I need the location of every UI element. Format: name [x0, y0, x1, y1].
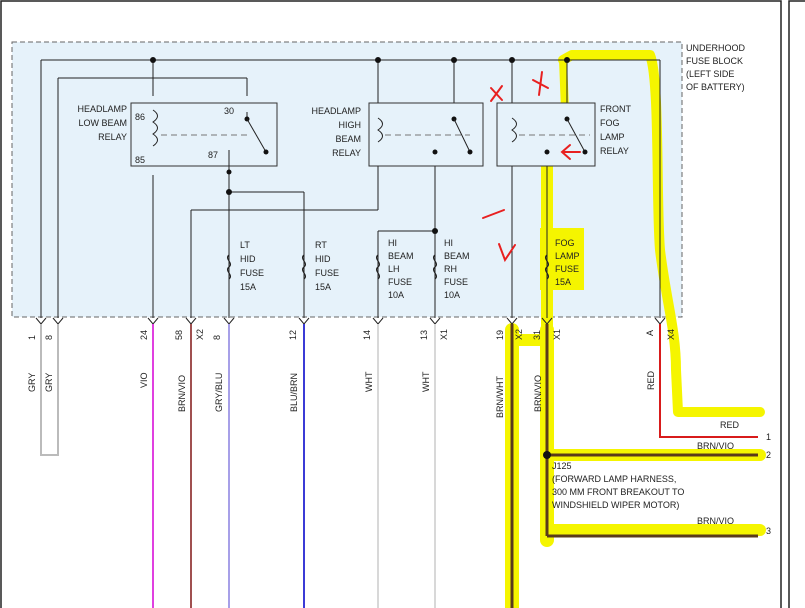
rt-hid-fuse-1: RT — [315, 240, 327, 250]
rt-hid-fuse-4: 15A — [315, 282, 331, 292]
hi-beam-rh-fuse-2: BEAM — [444, 251, 470, 261]
hi-beam-rh-fuse-1: HI — [444, 238, 453, 248]
hi-beam-lh-fuse-2: BEAM — [388, 251, 414, 261]
pin-label-13: 13 — [419, 330, 429, 340]
harness-out-2: 2 — [766, 450, 771, 460]
splice-label-3: 300 MM FRONT BREAKOUT TO — [552, 487, 684, 497]
wire-label-brn-vio2: BRN/VIO — [533, 375, 543, 412]
pin-label-x2a: X2 — [195, 329, 205, 340]
harness-brn-vio-label-b: BRN/VIO — [697, 516, 734, 526]
high-beam-relay-label-4: RELAY — [332, 148, 361, 158]
pin-30: 30 — [224, 106, 234, 116]
fog-relay-label-2: FOG — [600, 118, 620, 128]
splice-label-2: (FORWARD LAMP HARNESS, — [552, 474, 676, 484]
harness-brn-vio-label-a: BRN/VIO — [697, 441, 734, 451]
harness-out-1: 1 — [766, 432, 771, 442]
pin-85: 85 — [135, 155, 145, 165]
harness-red-label: RED — [720, 420, 740, 430]
fog-relay-label-3: LAMP — [600, 132, 625, 142]
lt-hid-fuse-2: HID — [240, 254, 256, 264]
wire-label-brn-wht: BRN/WHT — [495, 376, 505, 418]
splice-label-4: WINDSHIELD WIPER MOTOR) — [552, 500, 679, 510]
pin-label-8b: 8 — [212, 335, 222, 340]
fog-relay-label-4: RELAY — [600, 146, 629, 156]
pin-label-58: 58 — [174, 330, 184, 340]
fog-relay-label-1: FRONT — [600, 104, 631, 114]
harness-out-3: 3 — [766, 526, 771, 536]
page-frame-right — [788, 0, 805, 608]
fog-fuse-4: 15A — [555, 277, 571, 287]
fuse-block-title-4: OF BATTERY) — [686, 82, 745, 92]
wire-label-gry2: GRY — [44, 373, 54, 392]
fog-lamp-relay: FRONT FOG LAMP RELAY — [496, 102, 631, 167]
red-annotations — [482, 71, 581, 263]
fuse-block-title-3: (LEFT SIDE — [686, 69, 734, 79]
fog-fuse-1: FOG — [555, 238, 575, 248]
pin-label-19: 19 — [495, 330, 505, 340]
hi-beam-rh-fuse-4: FUSE — [444, 277, 468, 287]
wire-label-gry-blu: GRY/BLU — [214, 373, 224, 412]
fuse-block-title-1: UNDERHOOD — [686, 43, 746, 53]
pin-label-x2b: X2 — [514, 329, 524, 340]
output-wires — [40, 324, 758, 608]
junction-dots — [150, 57, 570, 234]
wire-label-wht2: WHT — [421, 371, 431, 392]
lt-hid-fuse-4: 15A — [240, 282, 256, 292]
pin-label-x1b: X1 — [552, 329, 562, 340]
wire-label-wht1: WHT — [364, 371, 374, 392]
high-beam-relay: HEADLAMP HIGH BEAM RELAY — [311, 102, 484, 167]
connector-pin-labels: 1 8 24 58 X2 8 12 14 13 X1 19 X2 31 X1 A… — [27, 329, 676, 340]
wire-label-red: RED — [646, 370, 656, 390]
rt-hid-fuse-3: FUSE — [315, 268, 339, 278]
pin-label-1: 1 — [27, 335, 37, 340]
hi-beam-rh-fuse-3: RH — [444, 264, 457, 274]
fog-fuse-3: FUSE — [555, 264, 579, 274]
wire-label-vio: VIO — [139, 372, 149, 388]
wire-label-brn-vio1: BRN/VIO — [177, 375, 187, 412]
pin-label-14: 14 — [362, 330, 372, 340]
high-beam-relay-label-3: BEAM — [335, 134, 361, 144]
low-beam-relay-label-2: LOW BEAM — [78, 118, 127, 128]
fog-fuse-2: LAMP — [555, 251, 580, 261]
rt-hid-fuse-2: HID — [315, 254, 331, 264]
lt-hid-fuse-3: FUSE — [240, 268, 264, 278]
pin-label-x1a: X1 — [439, 329, 449, 340]
fuse-block-title-2: FUSE BLOCK — [686, 56, 743, 66]
low-beam-relay-label-1: HEADLAMP — [77, 104, 127, 114]
pin-label-x4: X4 — [666, 329, 676, 340]
connector-terminals — [35, 317, 666, 325]
bus-wires — [40, 59, 661, 318]
hi-beam-lh-fuse-3: LH — [388, 264, 400, 274]
pin-label-12: 12 — [288, 330, 298, 340]
hi-beam-rh-fuse-5: 10A — [444, 290, 460, 300]
pin-label-24: 24 — [139, 330, 149, 340]
wire-label-blu-brn: BLU/BRN — [289, 373, 299, 412]
pin-label-8a: 8 — [44, 335, 54, 340]
page-frame — [0, 0, 782, 608]
low-beam-relay: HEADLAMP LOW BEAM RELAY 86 30 85 87 — [77, 102, 278, 167]
high-beam-relay-label-2: HIGH — [339, 120, 362, 130]
wire-label-gry1: GRY — [27, 373, 37, 392]
splice-label-1: J125 — [552, 461, 572, 471]
low-beam-relay-label-3: RELAY — [98, 132, 127, 142]
hi-beam-lh-fuse-5: 10A — [388, 290, 404, 300]
lt-hid-fuse-1: LT — [240, 240, 250, 250]
wire-labels: GRY GRY VIO BRN/VIO GRY/BLU BLU/BRN WHT … — [27, 370, 656, 418]
fuse-symbols — [226, 254, 550, 280]
pin-label-31: 31 — [532, 330, 542, 340]
high-beam-relay-label-1: HEADLAMP — [311, 106, 361, 116]
hi-beam-lh-fuse-4: FUSE — [388, 277, 412, 287]
pin-label-a: A — [645, 330, 655, 336]
pin-86: 86 — [135, 112, 145, 122]
splice-j125-dot — [543, 451, 551, 459]
pin-87: 87 — [208, 150, 218, 160]
hi-beam-lh-fuse-1: HI — [388, 238, 397, 248]
